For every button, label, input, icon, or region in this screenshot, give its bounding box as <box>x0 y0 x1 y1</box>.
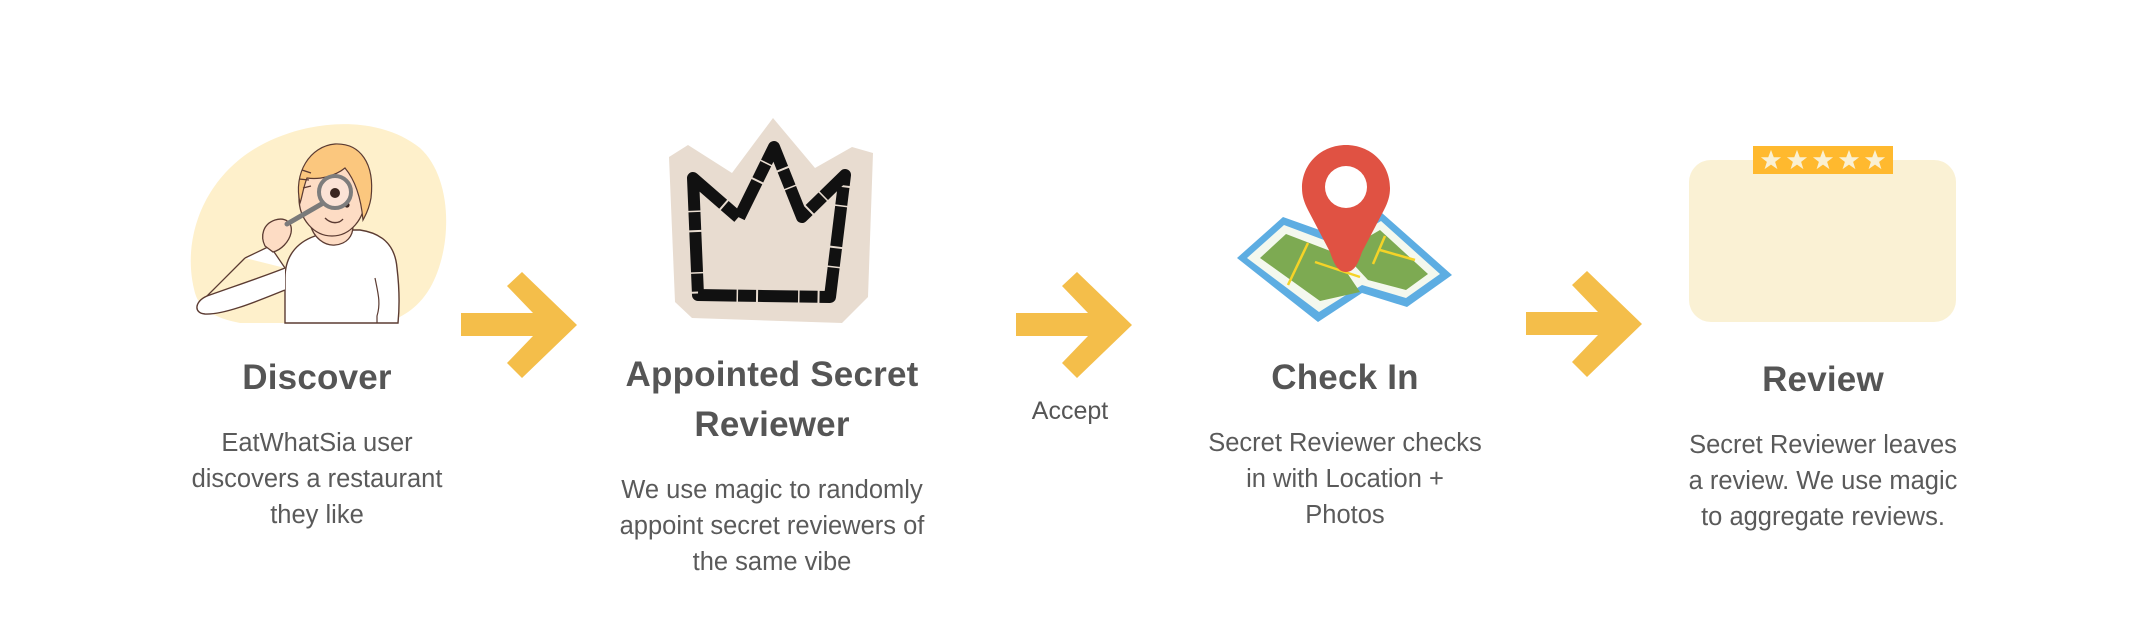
star-icon <box>1812 149 1834 170</box>
step-description-line: discovers a restaurant <box>191 465 443 493</box>
person-with-magnifying-glass-icon <box>190 124 447 324</box>
arrow-right-icon <box>1016 272 1132 378</box>
step-description-line: Secret Reviewer checks <box>1208 429 1482 457</box>
crown-icon <box>669 118 873 323</box>
arrow-right-icon <box>461 272 577 378</box>
step-description-line: Secret Reviewer leaves <box>1689 431 1957 459</box>
step-description-line: they like <box>270 501 364 529</box>
location-pin <box>1302 145 1390 272</box>
step-title: Appointed Secret <box>625 355 919 394</box>
review-text: Review Secret Reviewer leaves a review. … <box>1648 357 1998 535</box>
step-title: Discover <box>242 358 392 397</box>
connector-label-accept: Accept <box>1031 397 1109 425</box>
star-rating-badge <box>1753 146 1893 174</box>
step-title: Check In <box>1271 358 1419 397</box>
discover-text: Discover EatWhatSia user discovers a res… <box>147 355 487 533</box>
step-title: Review <box>1762 360 1884 399</box>
appointed-text: Appointed Secret Reviewer We use magic t… <box>582 352 962 580</box>
crown-outline <box>687 141 851 303</box>
step-description-line: the same vibe <box>692 548 852 576</box>
step-description-line: We use magic to randomly <box>621 476 923 504</box>
star-icon <box>1838 149 1860 170</box>
map-panel <box>1260 234 1360 301</box>
arrow-right-icon <box>1526 271 1642 377</box>
step-description-line: to aggregate reviews. <box>1701 503 1945 531</box>
step-description-line: Photos <box>1305 501 1385 529</box>
checkin-text: Check In Secret Reviewer checks in with … <box>1170 355 1520 533</box>
star-icon <box>1760 149 1782 170</box>
map-pin-icon <box>1237 145 1452 322</box>
step-description-line: appoint secret reviewers of <box>619 512 925 540</box>
step-title: Reviewer <box>694 405 850 444</box>
step-description-line: a review. We use magic <box>1688 467 1958 495</box>
star-icon <box>1786 149 1808 170</box>
review-card-icon <box>1689 160 1956 322</box>
paper-background <box>669 118 873 323</box>
step-description-line: EatWhatSia user <box>221 429 413 457</box>
star-icon <box>1864 149 1886 170</box>
step-description-line: in with Location + <box>1246 465 1444 493</box>
